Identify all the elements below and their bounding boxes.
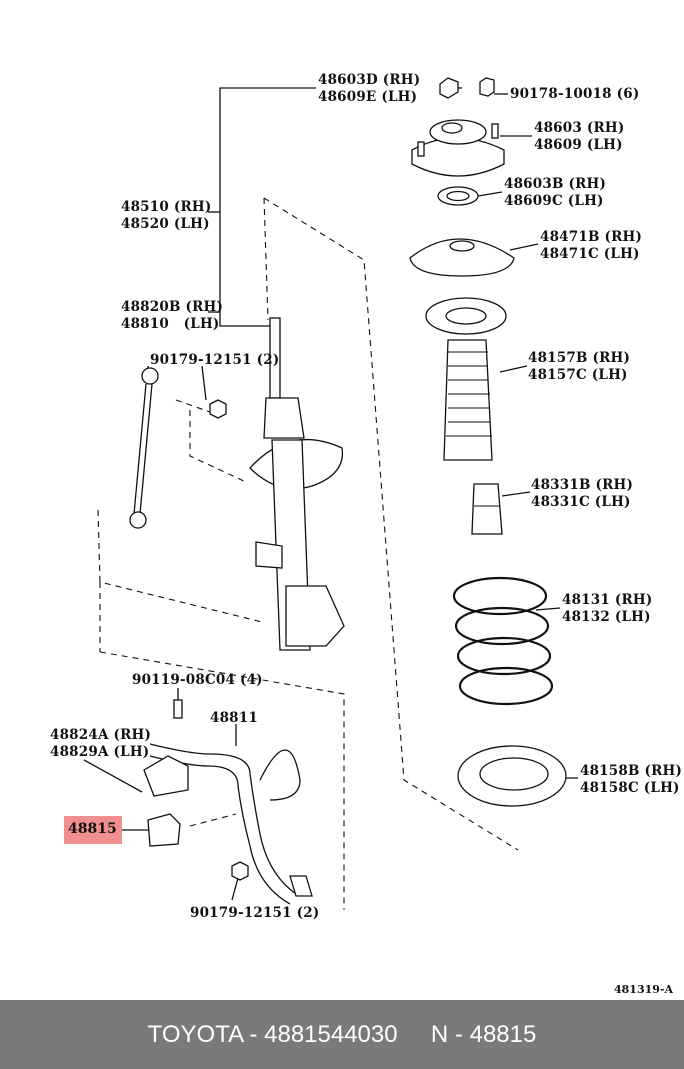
label-48820b: 48820B (RH) (121, 299, 224, 315)
parts-diagram (83, 77, 578, 910)
label-48824a: 48824A (RH) (50, 727, 152, 743)
label-48157c: 48157C (LH) (528, 367, 628, 383)
leader-48510 (219, 87, 316, 327)
label-90119: 90119-08C04 (4) (132, 672, 263, 688)
label-48471b: 48471B (RH) (540, 229, 643, 245)
label-48811: 48811 (210, 710, 258, 726)
label-48609c: 48609C (LH) (504, 193, 604, 209)
label-48158b: 48158B (RH) (580, 763, 683, 779)
label-90179-lower: 90179-12151 (2) (190, 905, 320, 921)
label-90179-upper: 90179-12151 (2) (150, 352, 280, 368)
label-90178: 90178-10018 (6) (510, 86, 640, 102)
label-48510: 48510 (RH) (121, 199, 212, 215)
label-48132: 48132 (LH) (562, 609, 651, 625)
label-48810: 48810 (LH) (121, 316, 220, 332)
diagram-reference: 481319-A (614, 983, 674, 996)
label-48603b: 48603B (RH) (504, 176, 607, 192)
label-48609: 48609 (LH) (534, 137, 623, 153)
label-48131: 48131 (RH) (562, 592, 653, 608)
label-48609e: 48609E (LH) (318, 89, 418, 105)
footer-bar: TOYOTA - 4881544030 N - 48815 (0, 1000, 684, 1069)
highlighted-part-label[interactable]: 48815 (64, 816, 122, 844)
label-48471c: 48471C (LH) (540, 246, 640, 262)
label-48520: 48520 (LH) (121, 216, 210, 232)
label-48157b: 48157B (RH) (528, 350, 631, 366)
label-48158c: 48158C (LH) (580, 780, 680, 796)
footer-text: TOYOTA - 4881544030 N - 48815 (147, 1021, 537, 1048)
label-48603: 48603 (RH) (534, 120, 625, 136)
label-48603d: 48603D (RH) (318, 72, 421, 88)
label-48815: 48815 (68, 821, 117, 837)
label-48331b: 48331B (RH) (531, 477, 634, 493)
label-48829a: 48829A (LH) (50, 744, 150, 760)
label-48331c: 48331C (LH) (531, 494, 631, 510)
